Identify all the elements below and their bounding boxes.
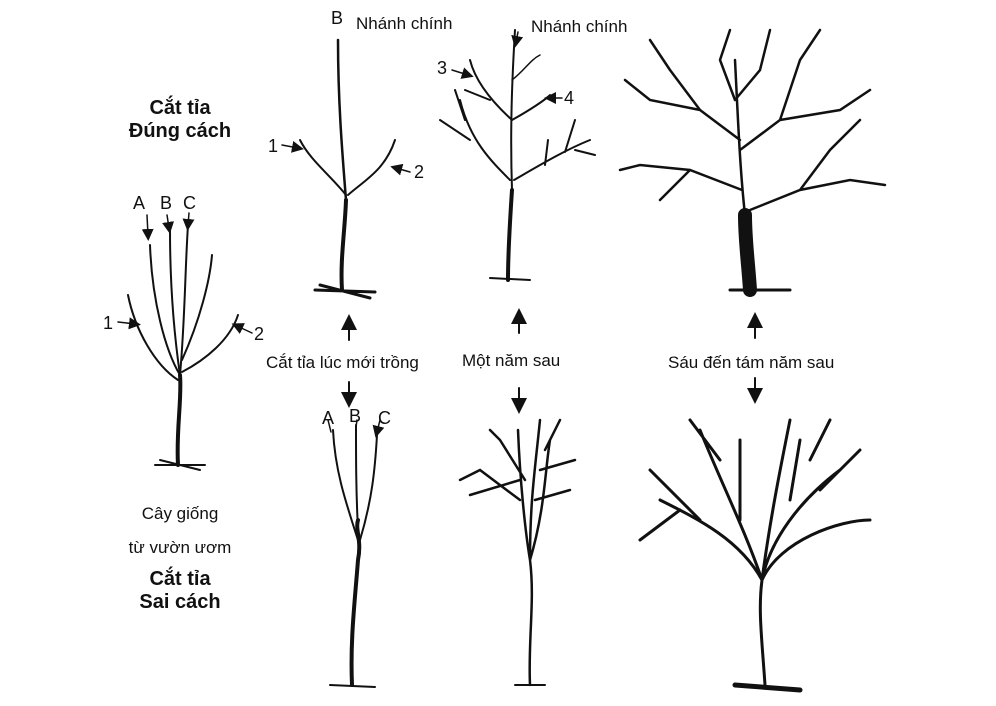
seedling-label-a: A — [133, 193, 146, 213]
seedling-label-c: C — [183, 193, 196, 213]
seedling-tree — [127, 224, 239, 471]
caption-line: từ vườn ươm — [128, 538, 232, 557]
stage-six-eight-years-label: Sáu đến tám năm sau — [668, 353, 835, 372]
wrong-tree-label-a: A — [322, 408, 335, 428]
correct-mature-tree — [618, 28, 887, 297]
wrong-mature-tree — [638, 418, 872, 693]
heading-line: Đúng cách — [128, 120, 232, 142]
wrong-pruning-heading: Cắt tỉa Sai cách — [120, 568, 240, 614]
wrong-tree-label-c: C — [378, 408, 391, 428]
correct-pruning-heading: Cắt tỉa Đúng cách — [120, 97, 240, 143]
seedling-caption: Cây giống từ vườn ươm — [100, 497, 260, 565]
correct-one-year-tree — [439, 29, 596, 282]
heading-line: Sai cách — [139, 591, 221, 613]
seedling-label-b: B — [160, 193, 173, 213]
stage-one-year-label: Một năm sau — [462, 351, 561, 370]
seedling-arrows — [117, 212, 253, 334]
stage-planting-label: Cắt tỉa lúc mới trồng — [266, 353, 419, 372]
tree2-num-3: 3 — [437, 58, 448, 78]
wrong-one-year-tree — [458, 418, 577, 687]
heading-line: Cắt tỉa — [149, 97, 211, 119]
seedling-num-1: 1 — [103, 313, 114, 333]
tree2-num-4: 4 — [564, 88, 575, 108]
tree1-label-b: B — [331, 8, 344, 28]
wrong-planting-tree — [327, 419, 380, 688]
stage-arrows — [341, 308, 763, 414]
heading-line: Cắt tỉa — [149, 568, 211, 590]
seedling-num-2: 2 — [254, 324, 265, 344]
tree1-num-1: 1 — [268, 136, 279, 156]
caption-line: Cây giống — [141, 504, 219, 523]
correct-planting-tree — [281, 38, 411, 300]
tree2-main-branch-label: Nhánh chính — [531, 17, 628, 36]
wrong-tree-label-b: B — [349, 406, 362, 426]
tree1-main-branch-label: Nhánh chính — [356, 14, 453, 33]
tree1-num-2: 2 — [414, 162, 425, 182]
